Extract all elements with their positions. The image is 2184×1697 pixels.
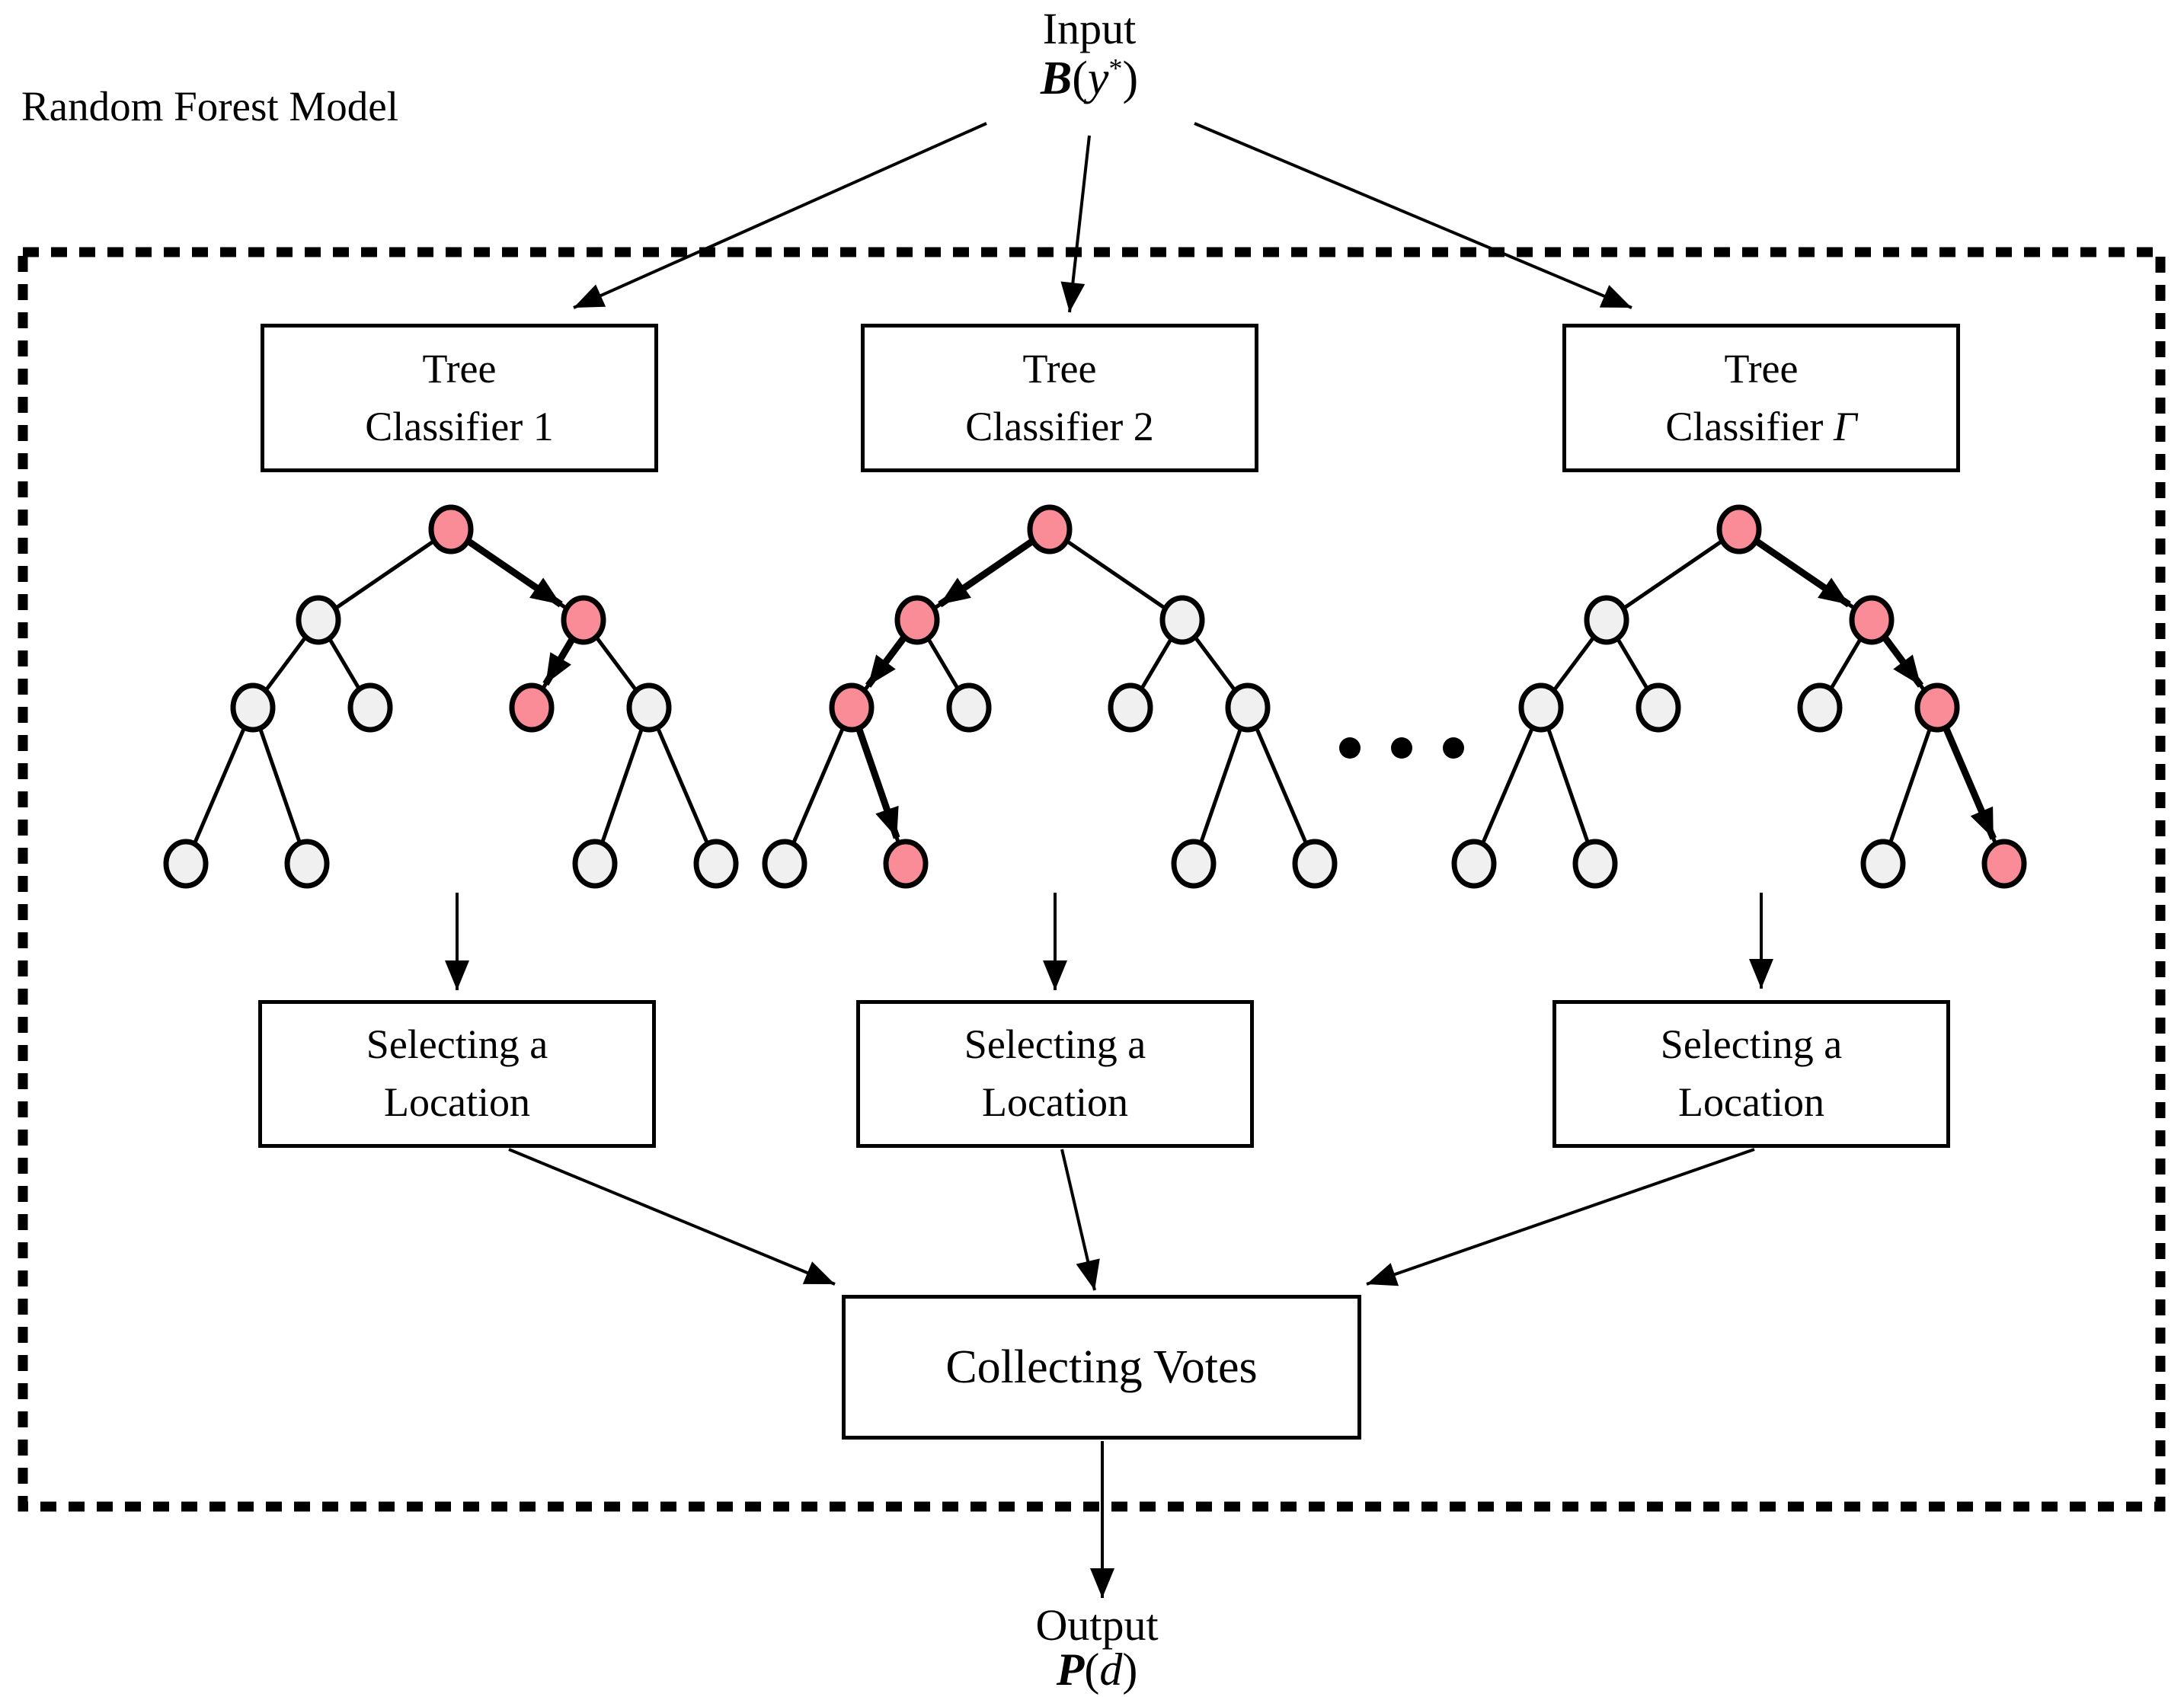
tree-classifier-1-node-llr [284,839,330,889]
selecting-location-2-line2: Location [982,1079,1128,1125]
tree-classifier-3-box: Tree Classifier Γ [1562,324,1960,472]
input-formula: B(y*) [861,52,1318,106]
tree-classifier-2-node-r [1159,595,1205,645]
ellipsis-dot-icon [1443,737,1464,759]
output-formula-func: P [1056,1644,1085,1695]
tree-classifier-2-node-ll-highlighted [829,682,875,733]
tree-classifier-3-branch [1881,707,1939,864]
tree-classifier-3-branch [1605,527,1741,622]
selecting-location-1-line1: Selecting a [366,1021,548,1068]
tree-classifier-1-line2: Classifier 1 [365,403,554,449]
tree-classifier-1-branch [593,707,651,864]
arrow-input-to-classifier-2 [1060,135,1091,313]
tree-classifier-2-branch [1245,707,1317,864]
tree-classifier-1-node-root-highlighted [428,504,474,554]
tree-classifier-2-node-rrr [1292,839,1338,889]
tree-classifier-1-node-rl-highlighted [509,682,555,733]
tree-classifier-1-branch [184,707,255,864]
tree-classifier-1-box: Tree Classifier 1 [261,324,658,472]
collecting-votes-box: Collecting Votes [842,1295,1361,1440]
tree-classifier-1-node-rrl [572,839,618,889]
tree-classifier-3-branch [1539,707,1597,864]
tree-classifier-3-node-ll [1518,682,1564,733]
selecting-location-2-line1: Selecting a [964,1021,1146,1068]
tree-classifier-3-branch [1472,707,1543,864]
input-label: Input [1042,4,1137,53]
arrow-selecting-3-to-collecting [1366,1148,1755,1286]
selecting-location-1-line2: Location [384,1079,530,1125]
tree-classifier-2-node-llr-highlighted [883,839,929,889]
input-formula-func: B [1040,53,1073,104]
tree-classifier-3-line2: Classifier Γ [1665,403,1857,449]
input-formula-var: y [1087,53,1109,104]
arrow-input-to-classifier-1 [573,122,987,309]
output-label: Output [1035,1600,1159,1650]
tree-classifier-2-node-root-highlighted [1027,504,1073,554]
tree-classifier-2-line1: Tree [1022,345,1097,391]
tree-classifier-3-node-root-highlighted [1716,504,1762,554]
input-formula-close: ) [1122,53,1139,104]
tree-classifier-1-node-l [296,595,341,645]
tree-classifier-2-node-l-highlighted [894,595,940,645]
tree-classifier-2-line2: Classifier 2 [965,403,1154,449]
tree-classifier-2-node-rl [1108,682,1153,733]
tree-classifier-3-node-l [1584,595,1629,645]
model-boundary [18,247,2166,1512]
output-formula-open: ( [1084,1644,1100,1695]
output-formula: P(d) [868,1644,1325,1696]
tree-classifier-2-branch [1191,707,1250,864]
tree-classifier-2-branch [1048,527,1184,622]
arrow-input-to-classifier-3 [1194,122,1632,309]
output-formula-close: ) [1122,1644,1138,1695]
tree-classifier-3-node-rl [1797,682,1843,733]
ellipsis-dot-icon [1339,737,1361,759]
random-forest-model-label: Random Forest Model [21,83,398,129]
arrow-selecting-1-to-collecting [508,1148,836,1286]
tree-classifier-1-node-r-highlighted [561,595,606,645]
tree-classifier-2-box: Tree Classifier 2 [861,324,1258,472]
tree-classifier-1-branch [647,707,718,864]
selecting-location-3-line1: Selecting a [1660,1021,1843,1068]
tree-classifier-3-line1: Tree [1724,345,1799,391]
tree-classifier-3-node-lr [1636,682,1681,733]
tree-classifier-3-node-rrl [1860,839,1906,889]
selecting-location-2-box: Selecting a Location [856,1000,1254,1148]
tree-classifier-3-node-lll [1451,839,1497,889]
tree-classifier-1-node-rr [626,682,672,733]
arrow-selecting-2-to-collecting [1060,1149,1100,1291]
ellipsis-dot-icon [1391,737,1412,759]
output-formula-var: d [1099,1644,1123,1695]
selecting-location-3-line2: Location [1678,1079,1824,1125]
tree-classifier-3-node-rrr-highlighted [1981,839,2027,889]
selecting-location-3-box: Selecting a Location [1552,1000,1950,1148]
tree-classifier-3-node-llr [1572,839,1618,889]
tree-classifier-1-node-rrr [693,839,739,889]
tree-classifier-3-node-rr-highlighted [1914,682,1960,733]
tree-classifier-2-node-rr [1225,682,1271,733]
tree-classifier-3-node-r-highlighted [1849,595,1895,645]
tree-classifier-1-line1: Tree [422,345,497,391]
selecting-location-1-box: Selecting a Location [258,1000,656,1148]
input-formula-sup: * [1108,53,1123,84]
tree-classifier-2-node-lll [762,839,807,889]
input-formula-open: ( [1072,53,1088,104]
collecting-votes-label: Collecting Votes [945,1341,1258,1393]
tree-classifier-2-branch [782,707,854,864]
tree-classifier-1-node-lll [163,839,209,889]
tree-classifier-1-node-ll [230,682,276,733]
tree-classifier-1-node-lr [347,682,393,733]
tree-classifier-2-node-rrl [1171,839,1217,889]
tree-classifier-1-branch [251,707,309,864]
tree-classifier-1-branch [317,527,452,622]
tree-classifier-2-node-lr [946,682,992,733]
